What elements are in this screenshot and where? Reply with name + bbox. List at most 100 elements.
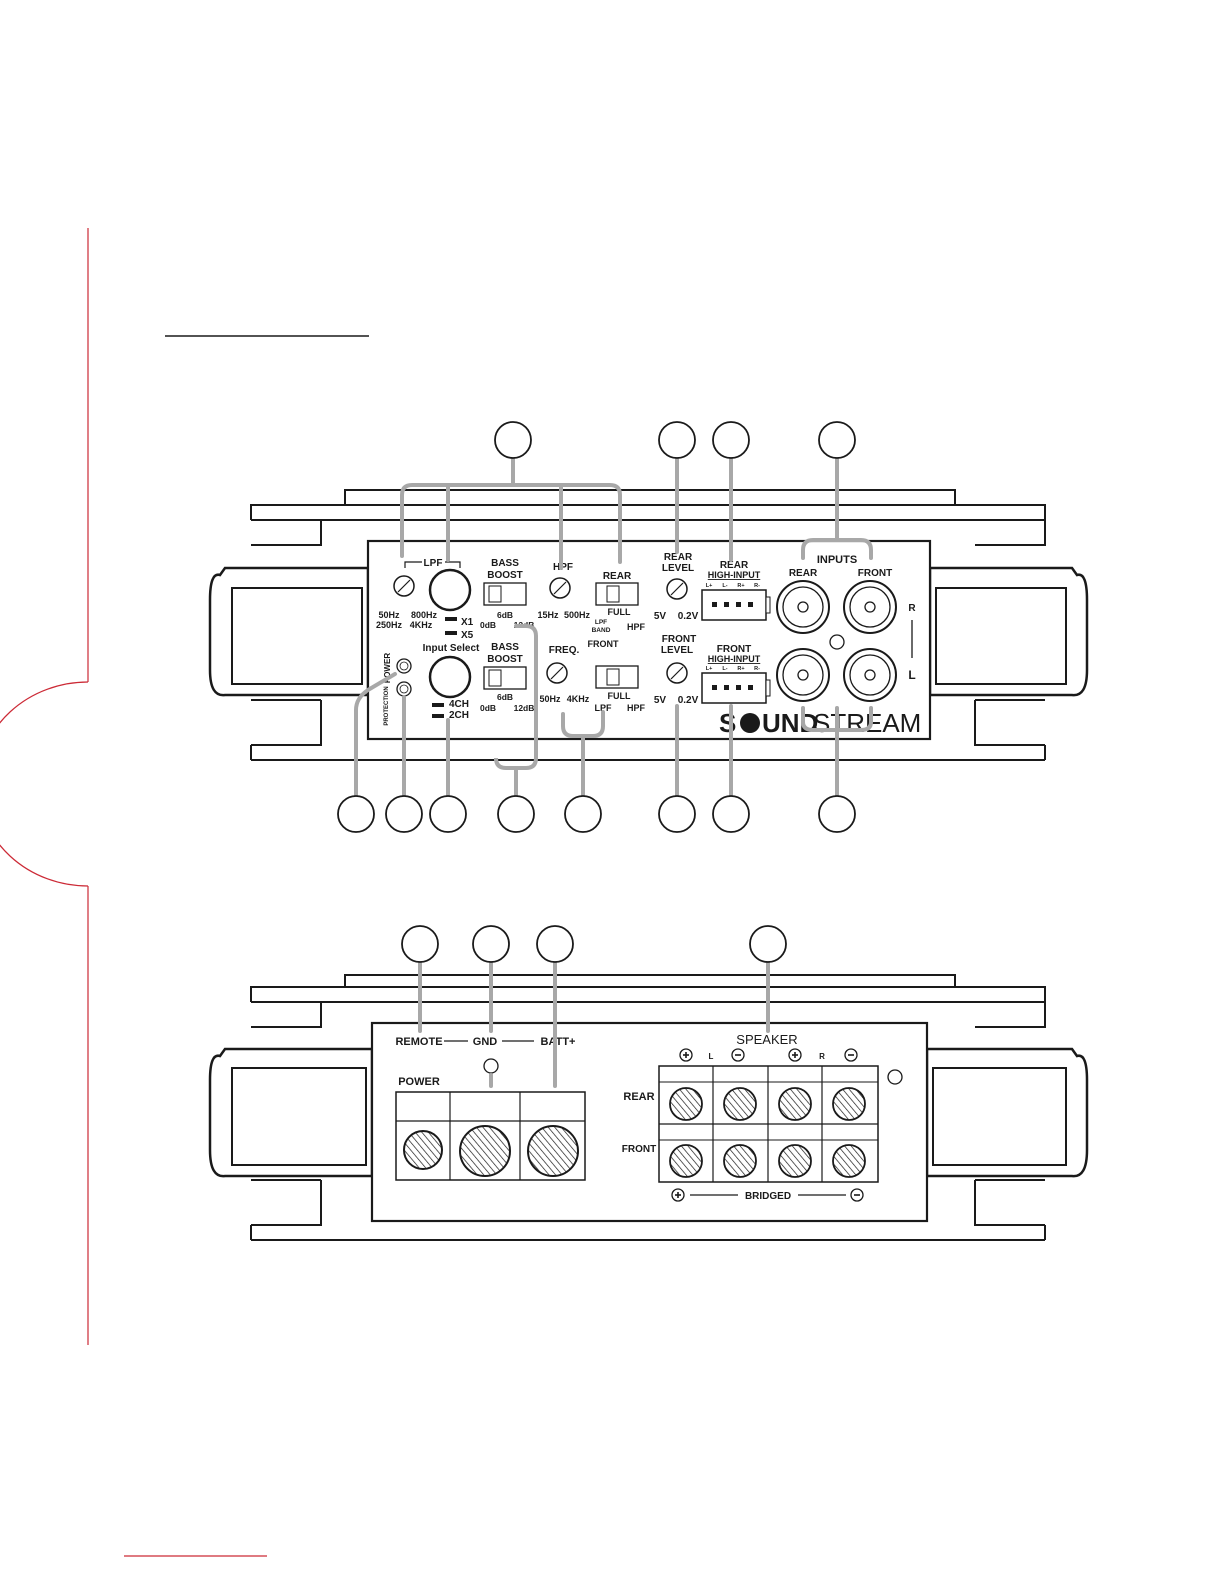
lpf-freq-high2-label: 4KHz (410, 620, 433, 630)
front-pin-3: R+ (737, 666, 744, 672)
input-select-label: Input Select (423, 643, 480, 654)
front-0db-label: 0dB (480, 703, 496, 713)
speaker-l-label: L (709, 1052, 714, 1061)
bass-boost-front-label-1: BASS (491, 642, 519, 653)
front-crossover-label: FRONT (588, 639, 619, 649)
lpf-bracket (404, 561, 461, 568)
callout-marker-top-4 (818, 421, 856, 459)
bass-boost-rear-label-1: BASS (491, 558, 519, 569)
gnd-terminal-screw[interactable] (459, 1125, 511, 1177)
bass-boost-front-label-2: BOOST (487, 654, 523, 665)
inputs-front-label: FRONT (858, 568, 892, 579)
callout-marker-power-2 (472, 925, 510, 963)
rear-pin-2: L- (722, 583, 727, 589)
front-r-minus-screw[interactable] (832, 1144, 866, 1178)
inputs-label: INPUTS (817, 554, 857, 566)
power-terminal-label: POWER (398, 1076, 440, 1088)
callout-marker-bottom-8 (818, 795, 856, 833)
front-pin-2: L- (722, 666, 727, 672)
front-r-plus-screw[interactable] (778, 1144, 812, 1178)
callout-marker-power-3 (536, 925, 574, 963)
top-callout-markers (337, 421, 856, 833)
callout-marker-speaker (749, 925, 787, 963)
rear-l-minus-screw[interactable] (723, 1087, 757, 1121)
channel-l-label: L (908, 668, 915, 682)
rear-pin-3: R+ (737, 583, 744, 589)
gnd-label: GND (473, 1036, 498, 1048)
bottom-callout-leaders (418, 959, 770, 1088)
freq-label: FREQ. (549, 645, 580, 656)
batt-label: BATT+ (541, 1036, 576, 1048)
rear-r-minus-screw[interactable] (832, 1087, 866, 1121)
rear-high-input-connector[interactable] (701, 589, 767, 621)
heatsink-body (208, 489, 1089, 761)
remote-terminal-screw[interactable] (403, 1130, 443, 1170)
callout-marker-bottom-2 (385, 795, 423, 833)
heatsink-body-bottom (208, 974, 1089, 1241)
rear-pin-4: R- (754, 583, 760, 589)
top-callout-leaders (354, 455, 873, 798)
bottom-amplifier-view: REMOTE GND BATT+ POWER SPEAKER (208, 974, 1089, 1241)
rear-level-5v-label: 5V (654, 611, 667, 622)
x5-label: X5 (461, 630, 474, 641)
lpf-label: LPF (424, 558, 443, 569)
front-lpf-label: LPF (595, 703, 613, 713)
mounting-hole-bottom-icon (887, 1069, 903, 1085)
page-margin-rule (0, 228, 89, 1345)
front-high-input-label-1: FRONT (717, 644, 751, 655)
bottom-callout-markers (401, 925, 787, 963)
front-level-02v-label: 0.2V (678, 695, 699, 706)
front-l-minus-screw[interactable] (723, 1144, 757, 1178)
logo-und: UND (762, 708, 818, 738)
front-level-5v-label: 5V (654, 695, 667, 706)
lpf-freq-low2-label: 250Hz (376, 620, 403, 630)
x1-indicator-icon (445, 617, 457, 621)
bass-boost-rear-label-2: BOOST (487, 570, 523, 581)
mounting-hole-icon (829, 634, 845, 650)
front-6db-label: 6dB (497, 692, 513, 702)
rear-pin-1: L+ (706, 583, 713, 589)
front-12db-label: 12dB (514, 703, 535, 713)
callout-marker-bottom-4 (497, 795, 535, 833)
callout-marker-top-3 (712, 421, 750, 459)
callout-marker-power-1 (401, 925, 439, 963)
rear-crossover-label: REAR (603, 571, 632, 582)
lpf-gain-knob[interactable] (428, 568, 472, 612)
front-high-input-label-2: HIGH-INPUT (708, 654, 761, 664)
input-select-knob[interactable] (428, 655, 472, 699)
rear-6db-label: 6dB (497, 610, 513, 620)
logo-stream: STREAM (813, 708, 921, 738)
batt-terminal-screw[interactable] (527, 1125, 579, 1177)
2ch-label: 2CH (449, 710, 469, 721)
logo-s: S (719, 708, 736, 738)
front-high-input-connector[interactable] (701, 672, 767, 704)
top-amplifier-view: LPF 50Hz 250Hz 800Hz 4KHz X1 X5 Input Se… (208, 489, 1089, 761)
rear-level-02v-label: 0.2V (678, 611, 699, 622)
channel-r-label: R (908, 603, 916, 614)
front-pin-1: L+ (706, 666, 713, 672)
lpf-freq-high-label: 800Hz (411, 610, 438, 620)
bridged-label: BRIDGED (745, 1191, 791, 1202)
hpf-low-label: 15Hz (537, 610, 559, 620)
lpf-freq-low-label: 50Hz (378, 610, 400, 620)
front-l-plus-screw[interactable] (669, 1144, 703, 1178)
callout-marker-bottom-5 (564, 795, 602, 833)
4ch-label: 4CH (449, 699, 469, 710)
callout-marker-bottom-6 (658, 795, 696, 833)
rear-0db-label: 0dB (480, 620, 496, 630)
inputs-rear-label: REAR (789, 568, 818, 579)
2ch-indicator-icon (432, 714, 444, 718)
front-hpf-label: HPF (627, 703, 646, 713)
fuse-indicator-icon (483, 1058, 499, 1074)
rear-l-plus-screw[interactable] (669, 1087, 703, 1121)
protection-led (396, 681, 412, 697)
protection-led-label: PROTECTION (384, 686, 390, 725)
power-led (396, 658, 412, 674)
power-led-label: POWER (383, 653, 392, 683)
rear-lpf-band-label-2: BAND (592, 627, 611, 634)
rear-r-plus-screw[interactable] (778, 1087, 812, 1121)
4ch-indicator-icon (432, 703, 444, 707)
freq-low-label: 50Hz (539, 694, 561, 704)
callout-marker-bottom-3 (429, 795, 467, 833)
